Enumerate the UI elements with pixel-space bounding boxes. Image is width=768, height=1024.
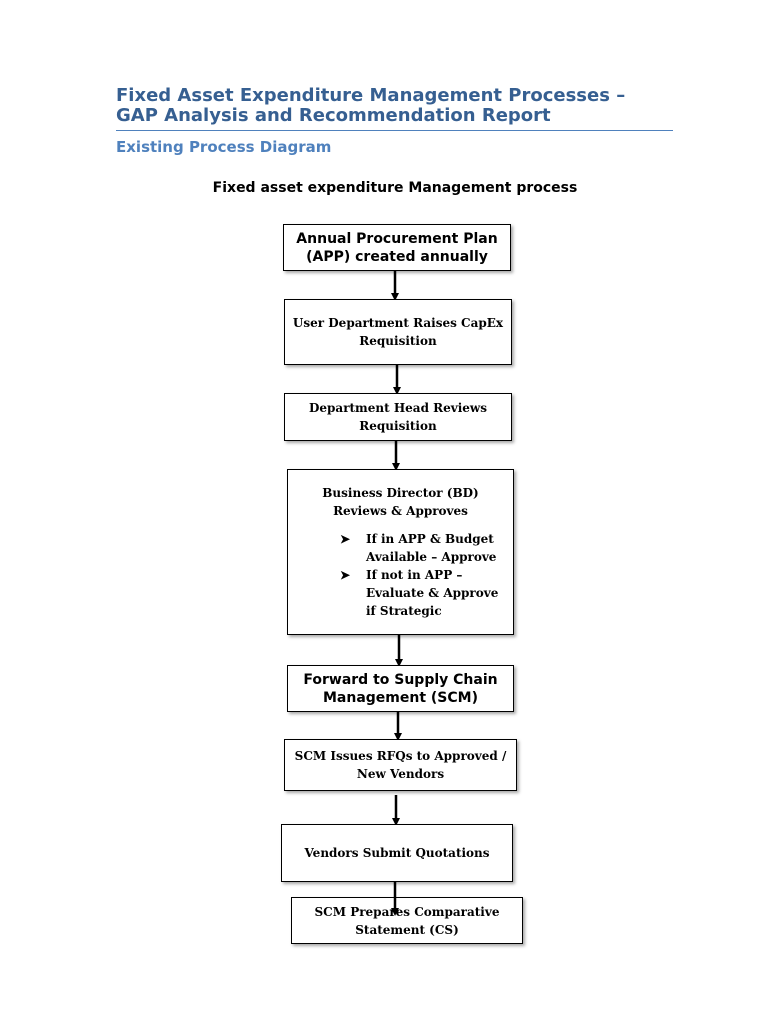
section-heading: Existing Process Diagram: [116, 138, 332, 156]
step-requisition-line-2: Requisition: [359, 334, 437, 348]
step-requisition-box: User Department Raises CapEx Requisition: [284, 299, 512, 365]
step-head-review-line-2: Requisition: [359, 419, 437, 433]
step-head-review-box: Department Head Reviews Requisition: [284, 393, 512, 441]
step-app-box: Annual Procurement Plan (APP) created an…: [283, 224, 511, 271]
step-rfq-line-2: New Vendors: [356, 767, 445, 781]
step-scm-forward-box: Forward to Supply Chain Management (SCM): [287, 665, 514, 712]
step-bd-review-line-2: Reviews & Approves: [333, 504, 468, 518]
report-title-line-1: Fixed Asset Expenditure Management Proce…: [116, 85, 626, 106]
step-scm-forward-line-1: Forward to Supply Chain: [303, 671, 498, 688]
step-quotations-box: Vendors Submit Quotations: [281, 824, 513, 882]
step-comparative-box: SCM Prepares Comparative Statement (CS): [291, 897, 523, 944]
step-bd-review-line-1: Business Director (BD): [322, 486, 479, 500]
step-rfq-box: SCM Issues RFQs to Approved / New Vendor…: [284, 739, 517, 791]
report-title-line-2: GAP Analysis and Recommendation Report: [116, 105, 551, 126]
bd-condition-text: If not in APP – Evaluate & Approve if St…: [366, 568, 499, 618]
step-comparative-line-1: SCM Prepares Comparative: [314, 904, 500, 919]
step-head-review-line-1: Department Head Reviews: [308, 401, 488, 415]
bd-condition-item: ➤ If not in APP – Evaluate & Approve if …: [340, 566, 504, 620]
arrowhead-bullet-icon: ➤: [340, 568, 351, 582]
step-quotations-line-1: Vendors Submit Quotations: [304, 846, 490, 860]
title-divider: [116, 130, 673, 131]
arrowhead-bullet-icon: ➤: [340, 532, 351, 546]
step-app-line-2: (APP) created annually: [306, 248, 488, 265]
step-app-line-1: Annual Procurement Plan: [296, 230, 498, 247]
report-title: Fixed Asset Expenditure Management Proce…: [116, 86, 676, 126]
step-requisition-line-1: User Department Raises CapEx: [292, 316, 504, 330]
diagram-title: Fixed asset expenditure Management proce…: [212, 180, 578, 196]
step-comparative-line-2: Statement (CS): [355, 922, 459, 937]
bd-condition-text: If in APP & Budget Available – Approve: [366, 532, 497, 564]
step-bd-review-box: Business Director (BD) Reviews & Approve…: [287, 469, 514, 635]
step-scm-forward-line-2: Management (SCM): [322, 689, 478, 706]
bd-condition-item: ➤ If in APP & Budget Available – Approve: [340, 530, 504, 566]
step-rfq-line-1: SCM Issues RFQs to Approved /: [294, 749, 507, 763]
bd-review-conditions: ➤ If in APP & Budget Available – Approve…: [340, 530, 504, 620]
